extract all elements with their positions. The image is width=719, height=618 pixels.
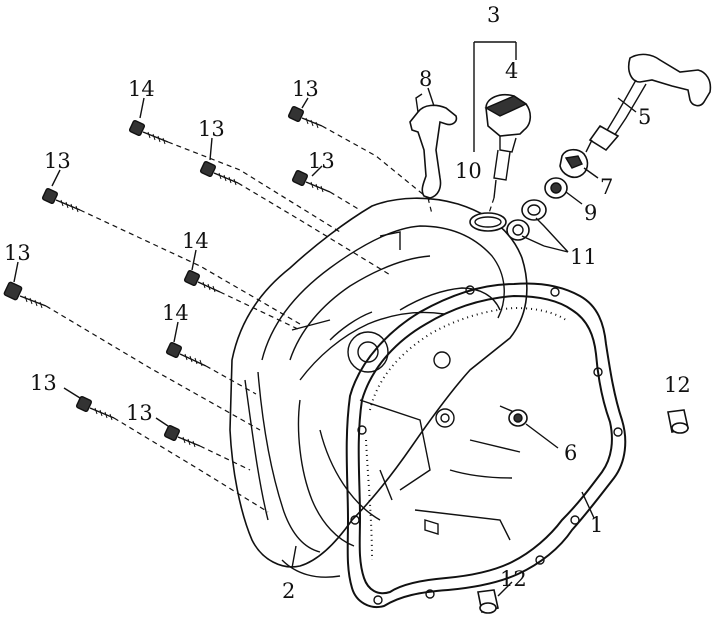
callout-10: 10 (455, 159, 482, 183)
callout-13-a: 13 (198, 117, 225, 141)
callout-13-g: 13 (126, 401, 153, 425)
oil-seal-7 (559, 148, 589, 179)
bolt-13-e (3, 281, 261, 431)
cable-bracket (409, 93, 458, 215)
bolt-13-a (199, 160, 393, 277)
bolt-13-c (291, 169, 361, 211)
bolt-13-f (75, 395, 269, 513)
callout-5: 5 (638, 105, 651, 129)
callout-13-e: 13 (4, 241, 31, 265)
bolt-14-mid (183, 269, 301, 331)
drain-bolt (499, 405, 528, 427)
callout-11: 11 (570, 245, 597, 269)
dowel-pin-right (667, 409, 689, 434)
crankcase-cover (229, 197, 528, 578)
callout-8: 8 (419, 67, 432, 91)
leader-lines (13, 41, 637, 597)
bolt-14-top (128, 119, 341, 233)
bolt-13-b (287, 105, 431, 201)
cable-sensor (585, 53, 712, 153)
callout-13-d: 13 (44, 149, 71, 173)
callout-9: 9 (584, 201, 597, 225)
callout-12-right: 12 (664, 373, 691, 397)
callout-13-c: 13 (308, 149, 335, 173)
oil-filler-cap (484, 93, 532, 223)
callout-1: 1 (590, 513, 603, 537)
callout-3: 3 (487, 3, 500, 27)
callout-14-top: 14 (128, 77, 155, 101)
bolt-14-low (165, 341, 257, 395)
washer-9 (544, 177, 568, 199)
callout-13-b: 13 (292, 77, 319, 101)
cover-gasket (345, 282, 627, 608)
callout-14-mid: 14 (182, 229, 209, 253)
o-ring (469, 212, 507, 232)
bolt-13-d (41, 187, 301, 325)
bushing-11 (506, 199, 547, 241)
callout-6: 6 (564, 441, 577, 465)
dowel-pin-bottom (477, 589, 499, 614)
callout-7: 7 (600, 175, 613, 199)
callout-labels: 3 4 8 5 10 7 9 11 6 12 1 2 12 14 13 13 1… (4, 3, 691, 603)
bolt-13-g (163, 424, 251, 471)
callout-4: 4 (505, 59, 518, 83)
callout-12-bottom: 12 (500, 567, 527, 591)
callout-2: 2 (282, 579, 295, 603)
callout-14-low: 14 (162, 301, 189, 325)
callout-13-f: 13 (30, 371, 57, 395)
